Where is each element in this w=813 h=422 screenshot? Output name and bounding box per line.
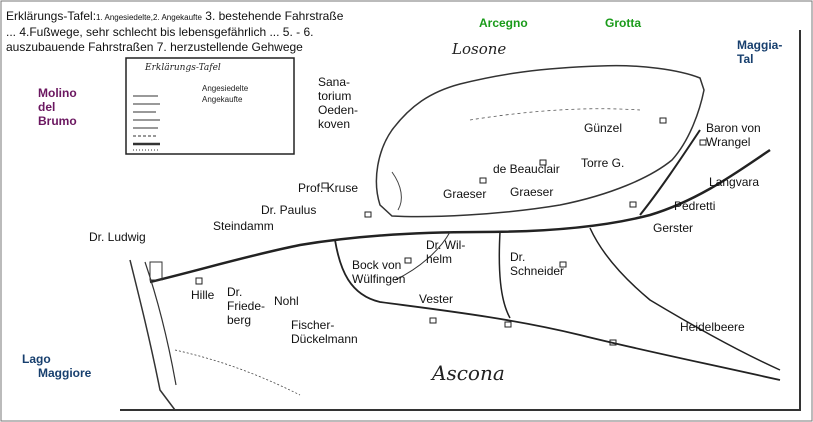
legend-line-1: Erklärungs-Tafel:1. Angesiedelte,2. Ange… [6, 9, 344, 23]
owner-langvara: Langvara [709, 175, 760, 189]
legend-line-3: auszubauende Fahrstraßen 7. herzustellen… [6, 40, 303, 54]
place-ascona: Ascona [432, 361, 505, 385]
place-arcegno: Arcegno [479, 16, 528, 30]
inset-legend-title: Erklärungs-Tafel [145, 63, 221, 73]
place-losone: Losone [452, 40, 507, 58]
place-maggia-tal: Maggia-Tal [737, 38, 783, 66]
legend-item-1: 1. Angesiedelte [96, 13, 151, 22]
owner-friedeberg: Dr.Friede-berg [227, 285, 266, 327]
inset-legend-lines [133, 95, 160, 151]
drawing-border [120, 30, 801, 411]
road-ascona [334, 239, 781, 381]
owner-schneider: Dr.Schneider [510, 250, 565, 278]
main-road [149, 148, 771, 284]
owner-guenzel: Günzel [584, 121, 623, 135]
settlement-outline [375, 64, 705, 218]
road-langvara [639, 129, 701, 216]
owner-torre: Torre G. [581, 156, 625, 170]
legend-item-3: 3. bestehende Fahrstraße [205, 9, 344, 23]
lake-shore [129, 259, 176, 411]
inset-legend-settled: Angesiedelte [202, 84, 249, 93]
building-marks [195, 117, 707, 346]
place-grotta: Grotta [605, 16, 641, 30]
road-heidelbeere [589, 227, 781, 371]
road-vester [498, 231, 511, 319]
legend-title: Erklärungs-Tafel: [6, 9, 97, 23]
owner-ludwig: Dr. Ludwig [89, 230, 146, 244]
owner-graeser-1: Graeser [443, 187, 487, 201]
owner-pedretti: Pedretti [674, 199, 716, 213]
owner-hille: Hille [191, 288, 215, 302]
owner-gerster: Gerster [653, 221, 694, 235]
owner-beauclair: de Beauclair [493, 162, 560, 176]
owner-fischer-dueckelmann: Fischer-Dückelmann [291, 318, 358, 346]
legend-item-2: 2. Angekaufte [153, 13, 202, 22]
owner-steindamm: Steindamm [213, 219, 274, 233]
owner-vester: Vester [419, 292, 454, 306]
owner-graeser-2: Graeser [510, 185, 554, 199]
owner-nohl: Nohl [274, 294, 299, 308]
inset-legend-box [125, 57, 295, 155]
owner-wilhelm: Dr. Wil-helm [426, 238, 466, 266]
owner-heidelbeere: Heidelbeere [680, 320, 745, 334]
inset-legend-bought: Angekaufte [202, 95, 243, 104]
owner-paulus: Dr. Paulus [261, 203, 317, 217]
legend-line-2: ... 4.Fußwege, sehr schlecht bis lebensg… [6, 25, 314, 39]
owner-kruse: Prof. Kruse [298, 181, 359, 195]
